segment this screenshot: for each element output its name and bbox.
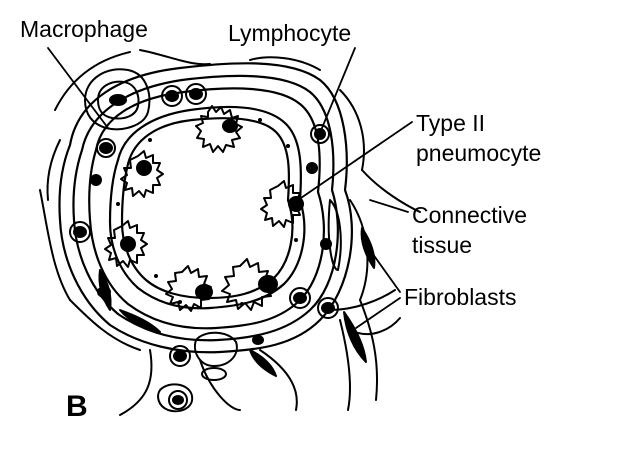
lymphocyte-label: Lymphocyte [228, 20, 352, 46]
connective-tissue-label-line2: tissue [412, 232, 473, 258]
panel-letter: B [66, 390, 88, 423]
pneumocyte-left-upper [120, 150, 164, 198]
type-ii-label-line2: pneumocyte [416, 140, 542, 166]
connective-tissue-strands [39, 49, 421, 416]
lower-interstitium [157, 199, 342, 413]
pneumocyte-left-lower [104, 220, 148, 268]
macrophage-cell [84, 68, 151, 131]
pneumocyte-top [195, 105, 243, 153]
type-ii-pneumocytes [104, 105, 304, 312]
type-ii-label-line1: Type II [416, 110, 486, 136]
wall-dots [116, 118, 298, 306]
fibroblast-cells [98, 227, 376, 377]
macrophage-leader [47, 47, 109, 129]
pneumocyte-bottom-right [221, 258, 278, 311]
lymphocyte-leader [321, 47, 356, 129]
fibroblast-leader-upper [369, 249, 401, 293]
connective-tissue-label-line1: Connective [412, 202, 528, 228]
pneumocyte-right [260, 180, 304, 228]
fibroblast-leader-lower [355, 297, 401, 329]
fibroblasts-label: Fibroblasts [404, 284, 517, 310]
capillary-nuclei [69, 83, 339, 410]
leader-lines [47, 47, 413, 329]
type-ii-leader [297, 121, 413, 201]
macrophage-label: Macrophage [20, 16, 148, 42]
pneumocyte-bottom-left [165, 265, 213, 312]
connective-leader [369, 199, 409, 213]
